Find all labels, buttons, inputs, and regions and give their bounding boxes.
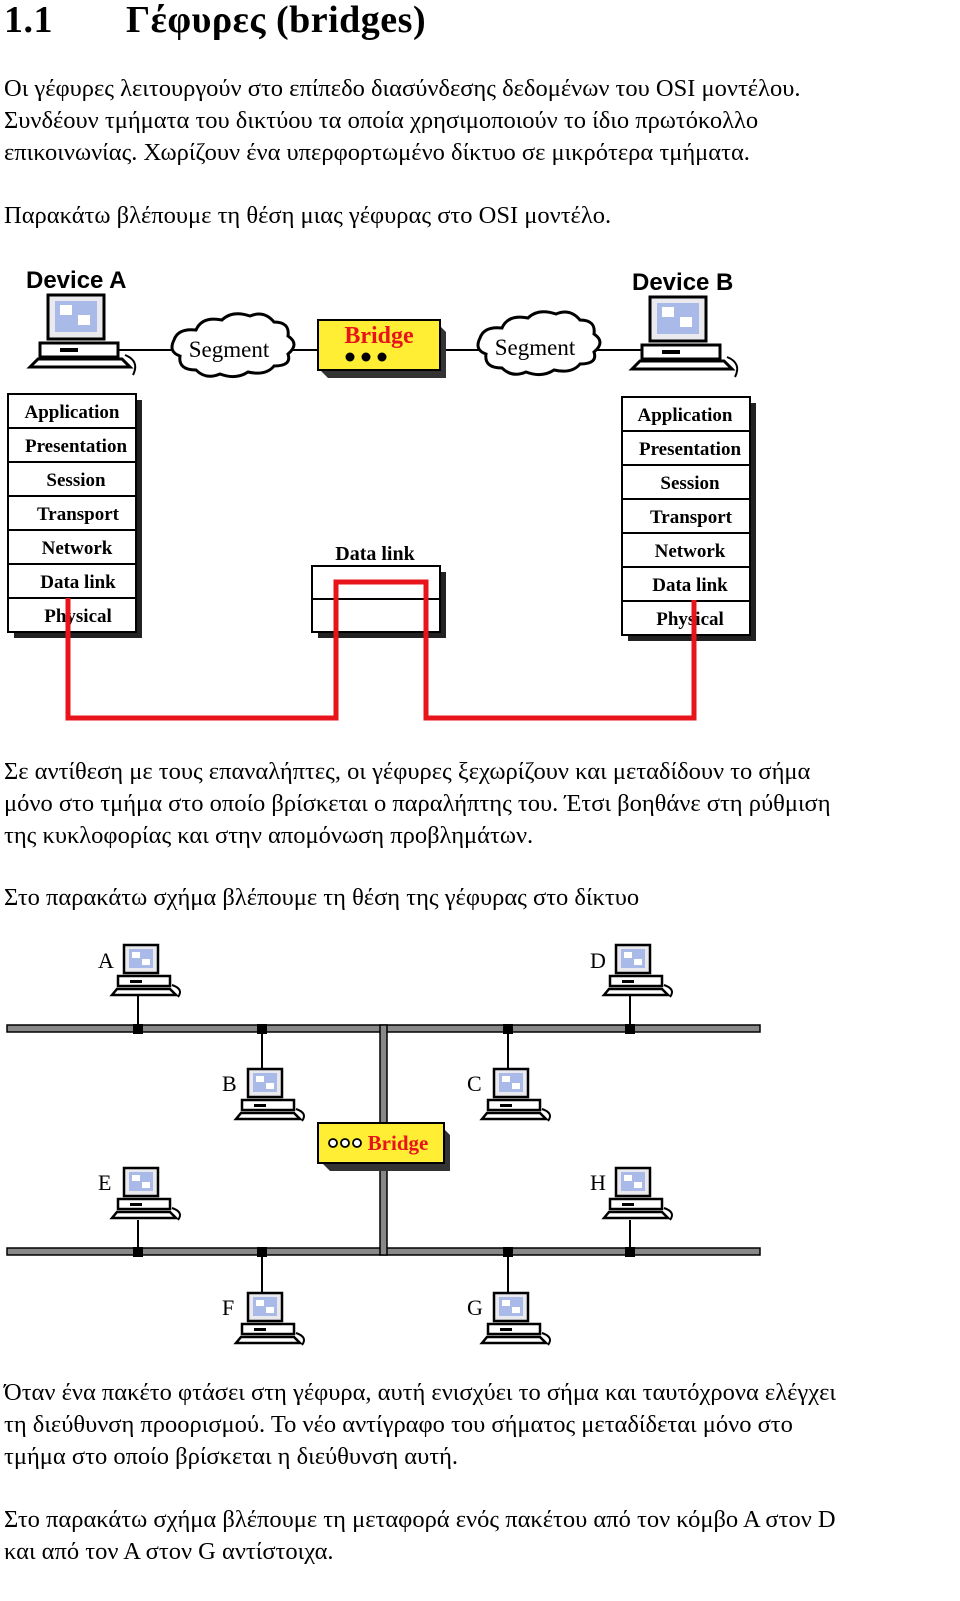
node-e-computer-icon xyxy=(110,1166,182,1222)
network-bridge-label: Bridge xyxy=(368,1131,429,1155)
text-line: και από τον Α στον G αντίστοιχα. xyxy=(4,1538,334,1565)
node-g-label: G xyxy=(467,1295,483,1320)
section-heading: 1.1 Γέφυρες (bridges) xyxy=(4,0,426,42)
network-intro-paragraph: Στο παρακάτω σχήμα βλέπουμε τη θέση της … xyxy=(4,882,954,914)
node-d-label: D xyxy=(590,948,606,973)
node-b-computer-icon xyxy=(234,1067,306,1123)
layer-data-link: Data link xyxy=(40,572,116,593)
text-line: Όταν ένα πακέτο φτάσει στη γέφυρα, αυτή … xyxy=(4,1379,836,1406)
layer-network: Network xyxy=(655,541,726,562)
device-a-label: Device A xyxy=(26,267,127,294)
text-line: της κυκλοφορίας και στην απομόνωση προβλ… xyxy=(4,822,534,849)
layer-application: Application xyxy=(24,402,119,423)
node-d-computer-icon xyxy=(602,943,674,999)
segment-left-cloud: Segment xyxy=(170,312,296,379)
text-line: Στο παρακάτω σχήμα βλέπουμε τη θέση της … xyxy=(4,884,640,911)
text-line: τμήμα στο οποίο βρίσκεται η διεύθυνση αυ… xyxy=(4,1443,459,1470)
signal-path xyxy=(65,579,697,721)
node-b-label: B xyxy=(222,1071,237,1096)
bridge-device: Bridge xyxy=(317,319,446,378)
node-f-label: F xyxy=(222,1295,234,1320)
device-b-computer-icon xyxy=(628,295,739,378)
node-h-label: H xyxy=(590,1170,606,1195)
text-line: τη διεύθυνση προορισμού. Το νέο αντίγραφ… xyxy=(4,1411,793,1438)
bridge-vs-repeater-paragraph: Σε αντίθεση με τους επαναλήπτες, οι γέφυ… xyxy=(4,756,954,852)
layer-presentation: Presentation xyxy=(25,436,127,457)
osi-stack-device-b: Application Presentation Session Transpo… xyxy=(621,396,756,641)
bridge-label: Bridge xyxy=(344,323,414,349)
text-line: Συνδέουν τμήματα του δικτύου τα οποία χρ… xyxy=(4,107,759,134)
node-c-computer-icon xyxy=(480,1067,552,1123)
node-c-label: C xyxy=(467,1071,482,1096)
layer-transport: Transport xyxy=(650,507,733,528)
layer-application: Application xyxy=(637,405,732,426)
node-f-computer-icon xyxy=(234,1291,306,1347)
osi-bridge-diagram: Device A Device B Segment Segment Bri xyxy=(0,260,960,730)
text-line: Σε αντίθεση με τους επαναλήπτες, οι γέφυ… xyxy=(4,758,811,785)
layer-physical: Physical xyxy=(44,606,112,627)
layer-physical: Physical xyxy=(656,609,724,630)
node-g-computer-icon xyxy=(480,1291,552,1347)
segment-left-label: Segment xyxy=(189,337,270,362)
section-number: 1.1 xyxy=(4,0,53,41)
layer-session: Session xyxy=(660,473,720,494)
text-line: Οι γέφυρες λειτουργούν στο επίπεδο διασύ… xyxy=(4,75,801,102)
network-bridge-device: Bridge xyxy=(317,1122,450,1171)
layer-transport: Transport xyxy=(37,504,120,525)
node-e-label: E xyxy=(98,1170,111,1195)
node-h-computer-icon xyxy=(602,1166,674,1222)
text-line: Στο παρακάτω σχήμα βλέπουμε τη μεταφορά … xyxy=(4,1506,836,1533)
device-a-computer-icon xyxy=(26,293,137,376)
text-line: επικοινωνίας. Χωρίζουν ένα υπερφορτωμένο… xyxy=(4,139,750,166)
node-a-label: A xyxy=(98,948,114,973)
device-b-label: Device B xyxy=(632,269,733,296)
bridge-network-diagram: Bridge A B C D E F G H xyxy=(0,935,960,1355)
segment-right-label: Segment xyxy=(495,335,576,360)
osi-intro-paragraph: Παρακάτω βλέπουμε τη θέση μιας γέφυρας σ… xyxy=(4,200,954,232)
section-title: Γέφυρες (bridges) xyxy=(126,0,427,41)
layer-session: Session xyxy=(46,470,106,491)
segment-right-cloud: Segment xyxy=(476,310,602,377)
intro-paragraph: Οι γέφυρες λειτουργούν στο επίπεδο διασύ… xyxy=(4,73,954,169)
text-line: Παρακάτω βλέπουμε τη θέση μιας γέφυρας σ… xyxy=(4,202,612,229)
packet-transfer-paragraph: Στο παρακάτω σχήμα βλέπουμε τη μεταφορά … xyxy=(4,1504,954,1568)
node-a-computer-icon xyxy=(110,943,182,999)
layer-presentation: Presentation xyxy=(639,439,741,460)
packet-forwarding-paragraph: Όταν ένα πακέτο φτάσει στη γέφυρα, αυτή … xyxy=(4,1377,954,1473)
text-line: μόνο στο τμήμα στο οποίο βρίσκεται ο παρ… xyxy=(4,790,831,817)
layer-network: Network xyxy=(42,538,113,559)
osi-stack-device-a: Application Presentation Session Transpo… xyxy=(7,393,142,638)
bridge-data-link-label: Data link xyxy=(335,543,415,565)
layer-data-link: Data link xyxy=(652,575,728,596)
